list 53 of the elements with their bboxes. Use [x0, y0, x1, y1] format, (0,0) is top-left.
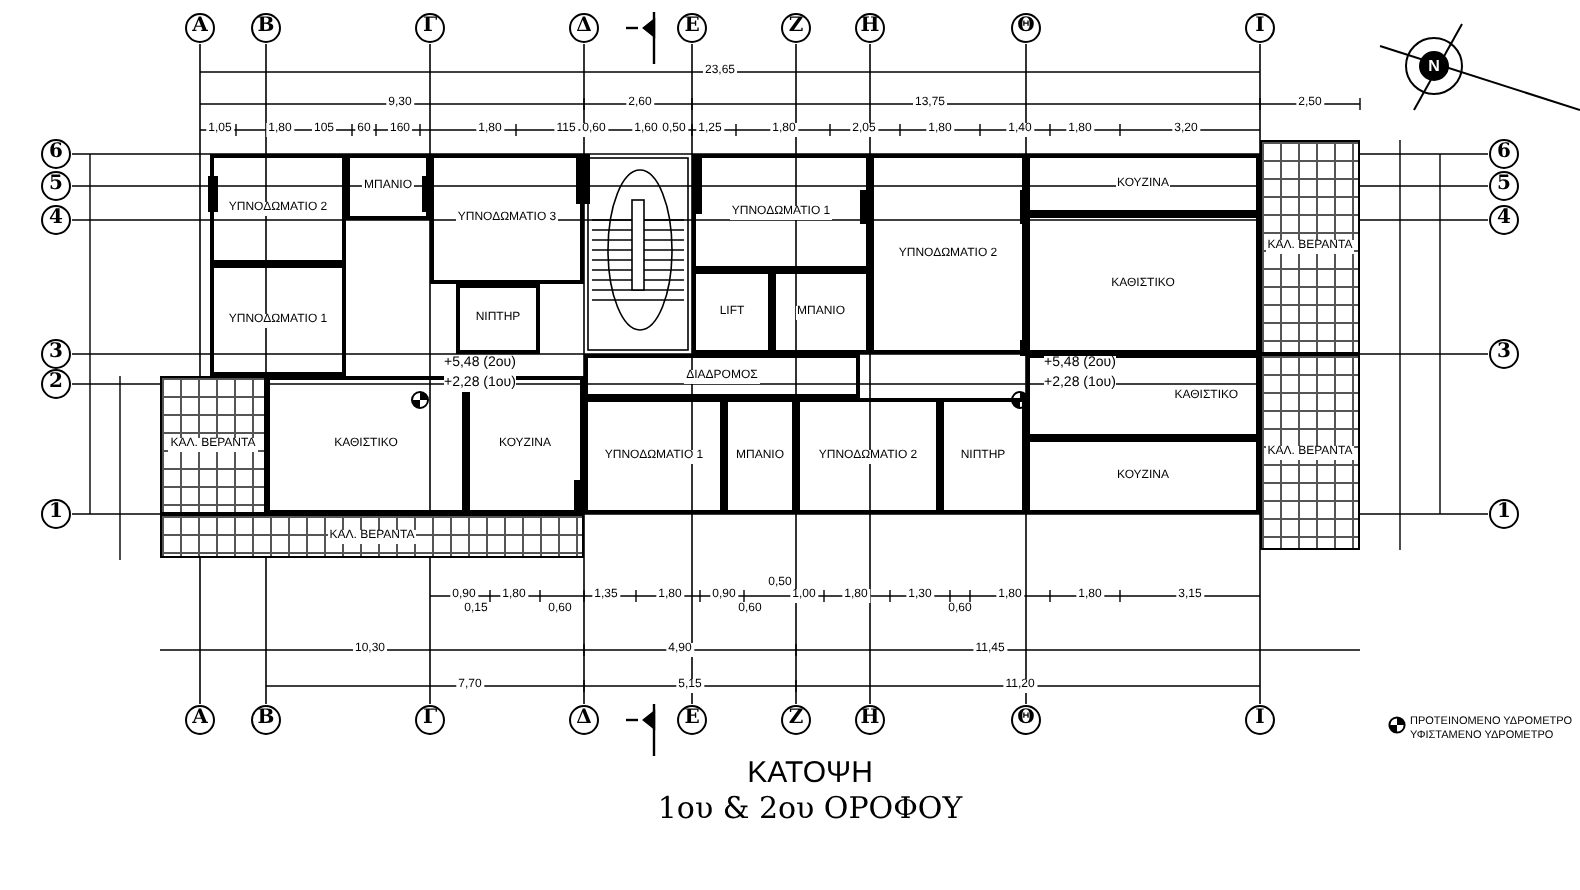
room-outline: [346, 154, 430, 220]
axis-label: Ι: [1245, 13, 1275, 43]
veranda-area: [1260, 140, 1360, 354]
axis-label: Η: [855, 13, 885, 43]
room-outline: [584, 398, 724, 514]
axis-label: 5: [41, 171, 71, 201]
axis-label: Θ: [1011, 705, 1041, 735]
room-outline: [210, 154, 346, 264]
axis-label: Θ: [1011, 13, 1041, 43]
room-outline: [584, 354, 860, 398]
room-outline: [1026, 214, 1260, 354]
axis-label: 5: [1489, 171, 1519, 201]
room-outline: [870, 154, 1026, 354]
room-outline: [1026, 438, 1260, 514]
axis-label: Ζ: [781, 705, 811, 735]
axis-label: Ε: [677, 13, 707, 43]
axis-label: Ι: [1245, 705, 1275, 735]
axis-label: 4: [41, 205, 71, 235]
axis-label: 2: [41, 369, 71, 399]
axis-label: Δ: [569, 13, 599, 43]
axis-label: Η: [855, 705, 885, 735]
drawing-title: ΚΑΤΟΨΗ: [745, 756, 875, 790]
room-outline: [1026, 154, 1260, 214]
axis-label: 1: [1489, 499, 1519, 529]
axis-label: Α: [185, 13, 215, 43]
axis-label: Α: [185, 705, 215, 735]
room-outline: [724, 398, 796, 514]
room-outline: [692, 154, 870, 270]
axis-label: Β: [251, 705, 281, 735]
room-outline: [796, 398, 940, 514]
axis-label: Ζ: [781, 13, 811, 43]
axis-label: 6: [1489, 139, 1519, 169]
room-outline: [210, 264, 346, 376]
axis-label: 4: [1489, 205, 1519, 235]
north-label: N: [1426, 59, 1442, 73]
axis-label: 3: [41, 339, 71, 369]
room-outline: [692, 270, 772, 354]
room-outline: [940, 398, 1026, 514]
axis-label: 6: [41, 139, 71, 169]
axis-label: 3: [1489, 339, 1519, 369]
axis-label: Β: [251, 13, 281, 43]
axis-label: Γ: [415, 705, 445, 735]
axis-label: 1: [41, 499, 71, 529]
veranda-area: [160, 514, 584, 558]
room-outline: [430, 154, 584, 284]
veranda-area: [160, 376, 266, 514]
room-outline: [456, 284, 540, 354]
drawing-subtitle: 1ου & 2ου ΟΡΟΦΟΥ: [655, 792, 965, 826]
axis-label: Γ: [415, 13, 445, 43]
room-outline: [772, 270, 870, 354]
axis-label: Δ: [569, 705, 599, 735]
veranda-area: [1260, 354, 1360, 550]
axis-label: Ε: [677, 705, 707, 735]
